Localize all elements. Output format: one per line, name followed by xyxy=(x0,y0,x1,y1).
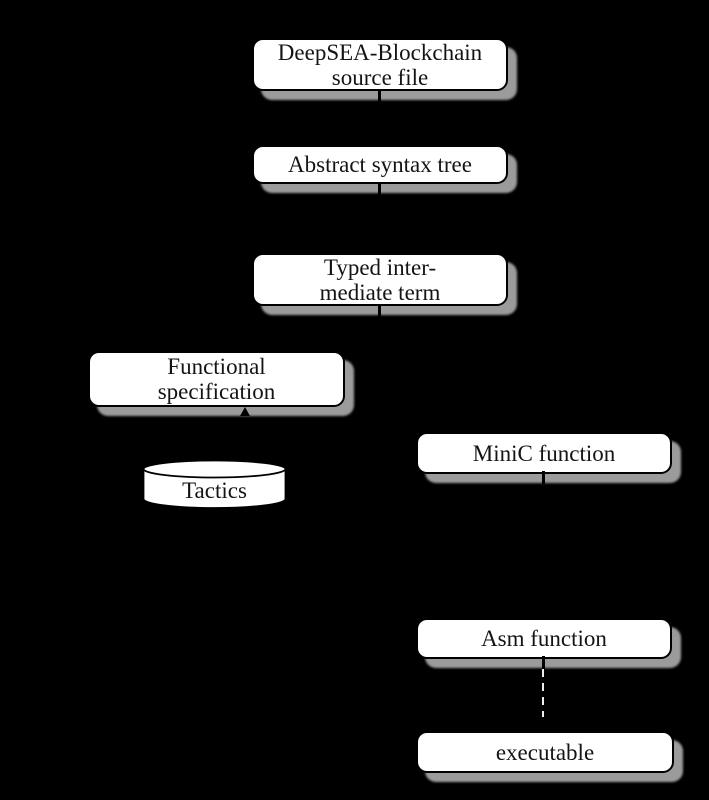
connector-stub-source xyxy=(378,90,381,103)
node-label-line: DeepSEA-Blockchain xyxy=(277,39,483,65)
connector-stub-ast xyxy=(378,182,381,195)
node-label-line: Tactics xyxy=(182,478,247,503)
node-abstract-syntax-tree: Abstract syntax tree xyxy=(252,145,508,184)
node-label-line: Abstract syntax tree xyxy=(288,152,472,177)
connector-stub-asm xyxy=(542,656,545,669)
node-tactics-database: Tactics xyxy=(142,459,287,510)
node-deepsea-source-file: DeepSEA-Blockchain source file xyxy=(252,38,508,91)
node-label-line: Functional xyxy=(167,354,266,379)
node-minic-function: MiniC function xyxy=(416,432,672,474)
node-functional-specification: Functional specification xyxy=(88,351,345,407)
node-label-line: MiniC function xyxy=(472,440,616,466)
connector-stub-typed-term xyxy=(378,304,381,317)
node-typed-intermediate-term: Typed inter- mediate term xyxy=(252,253,508,306)
node-label-line: Asm function xyxy=(481,626,607,651)
dashed-edge-asm-to-executable xyxy=(542,669,544,717)
node-label-line: mediate term xyxy=(319,279,441,305)
arrowhead-into-functional-specification xyxy=(240,407,250,416)
node-asm-function: Asm function xyxy=(416,618,672,659)
node-label-line: executable xyxy=(495,739,595,765)
node-label-line: source file xyxy=(331,64,429,90)
node-label-line: specification xyxy=(157,379,276,404)
node-label-line: Typed inter- xyxy=(323,254,437,280)
connector-stub-minic xyxy=(542,471,545,484)
cylinder-shape xyxy=(142,459,287,509)
node-executable: executable xyxy=(416,731,674,773)
